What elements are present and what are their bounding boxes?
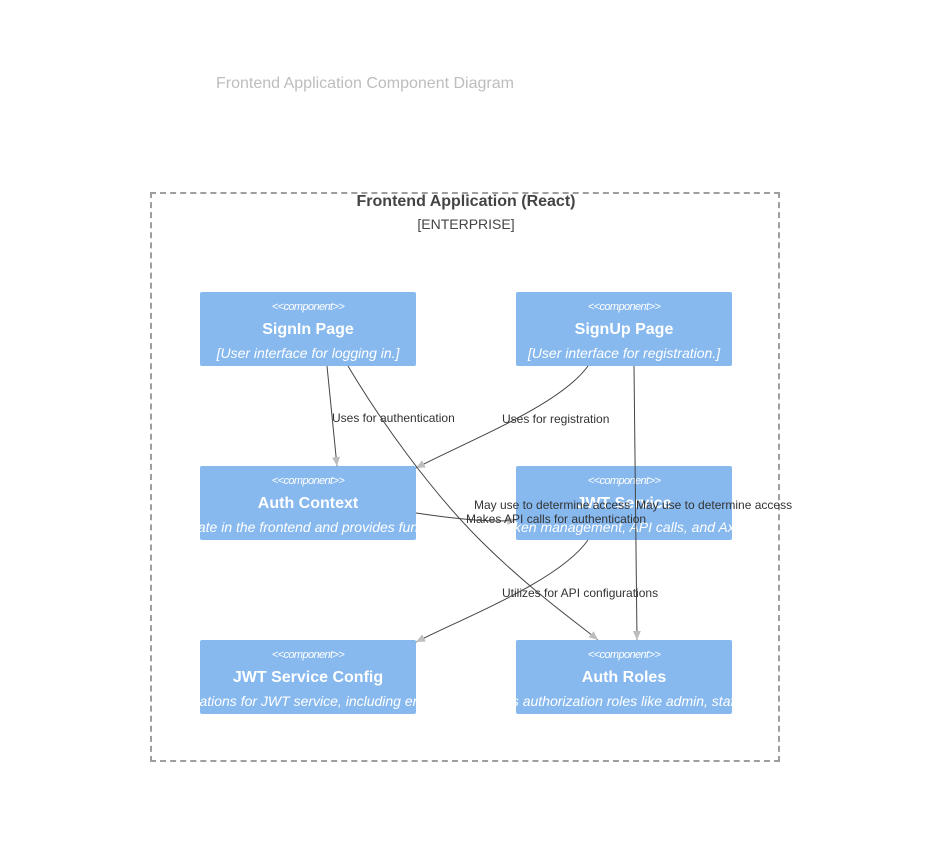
page-title: Frontend Application Component Diagram <box>216 75 514 92</box>
component-description: [Configurations for JWT service, includi… <box>200 693 416 709</box>
component-stereotype: <<component>> <box>271 301 345 313</box>
component-stereotype: <<component>> <box>587 649 661 661</box>
component-signup-page[interactable]: <<component>> SignUp Page [User interfac… <box>516 292 732 366</box>
component-jwt-service[interactable]: <<component>> JWT Service [Handles JWT t… <box>516 466 732 540</box>
component-jwt-service-config[interactable]: <<component>> JWT Service Config [Config… <box>200 640 416 714</box>
component-name: SignIn Page <box>262 321 354 338</box>
component-auth-roles[interactable]: <<component>> Auth Roles [Defines author… <box>516 640 732 714</box>
boundary-type: [ENTERPRISE] <box>417 216 515 232</box>
component-stereotype: <<component>> <box>587 301 661 313</box>
component-description: [Handles JWT token management, API calls… <box>516 519 732 535</box>
relation-signin-roles <box>347 365 599 641</box>
component-signin-page[interactable]: <<component>> SignIn Page [User interfac… <box>200 292 416 366</box>
relation-label: May use to determine access <box>636 498 793 512</box>
component-stereotype: <<component>> <box>271 649 345 661</box>
relation-label: May use to determine access <box>474 498 631 512</box>
component-name: SignUp Page <box>574 321 674 338</box>
component-description: [User interface for registration.] <box>527 345 721 361</box>
component-auth-context[interactable]: <<component>> Auth Context [Manages auth… <box>200 466 416 540</box>
boundary-title: Frontend Application (React) <box>356 193 576 210</box>
relation-label: Utilizes for API configurations <box>502 586 659 600</box>
component-description: [User interface for logging in.] <box>216 345 400 361</box>
relation-label: Uses for registration <box>502 412 610 426</box>
relation-signin-authctx <box>326 365 341 467</box>
relation-signup-roles <box>632 365 641 641</box>
system-boundary <box>150 192 780 762</box>
component-description: [Manages authentication state in the fro… <box>200 519 416 535</box>
relation-label: Makes API calls for authentication <box>466 512 647 526</box>
component-name: JWT Service <box>576 495 672 512</box>
component-name: Auth Context <box>257 495 359 512</box>
component-stereotype: <<component>> <box>271 475 345 487</box>
relation-jwtsvc-jwtcfg <box>415 539 589 643</box>
component-name: JWT Service Config <box>232 669 384 686</box>
relation-label: Uses for authentication <box>332 411 455 425</box>
component-stereotype: <<component>> <box>587 475 661 487</box>
component-description: [Defines authorization roles like admin,… <box>516 693 732 709</box>
relation-authctx-jwtsvc <box>415 512 517 526</box>
component-name: Auth Roles <box>581 669 667 686</box>
relation-signup-authctx <box>415 365 589 469</box>
